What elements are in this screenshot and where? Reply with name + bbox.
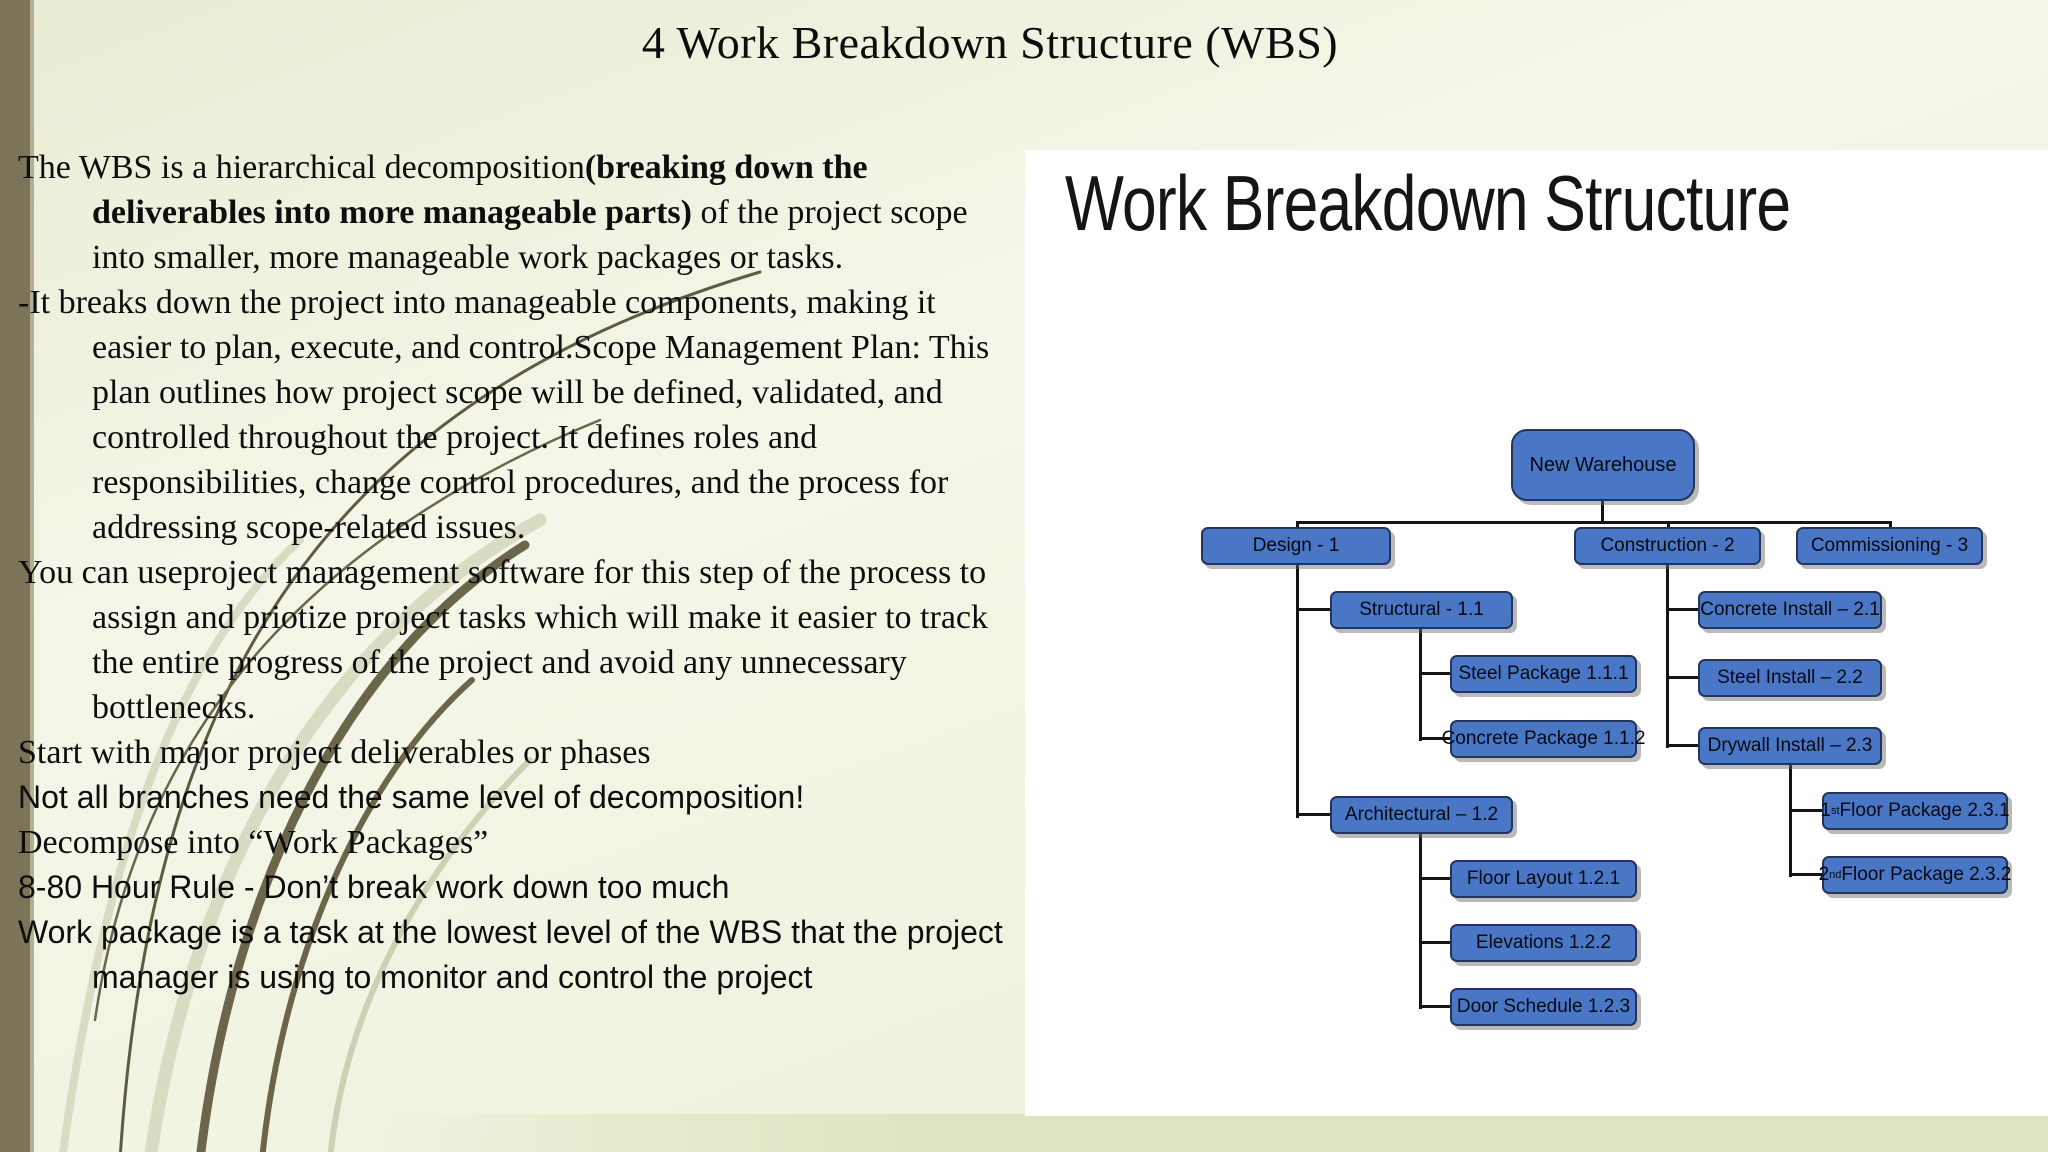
wbs-node-floor-layout: Floor Layout 1.2.1 xyxy=(1450,860,1637,898)
connector-line xyxy=(1601,501,1604,521)
connector-line xyxy=(1889,521,1892,530)
paragraph-breakdown: -It breaks down the project into managea… xyxy=(18,284,990,546)
connector-line xyxy=(1296,521,1892,524)
connector-line xyxy=(1296,521,1299,530)
connector-line xyxy=(1419,834,1422,1009)
connector-line xyxy=(1789,873,1822,876)
connector-line xyxy=(1296,565,1299,818)
connector-line xyxy=(1667,521,1670,530)
node-label: Floor Package 2.3.2 xyxy=(1841,864,2012,885)
connector-line xyxy=(1666,565,1669,748)
wbs-node-new-warehouse: New Warehouse xyxy=(1511,429,1695,501)
paragraph-wbs-definition: The WBS is a hierarchical decomposition(… xyxy=(18,145,1013,280)
node-label: 2 xyxy=(1818,864,1830,885)
slide-title: 4 Work Breakdown Structure (WBS) xyxy=(641,17,1339,68)
body-text-block: The WBS is a hierarchical decomposition(… xyxy=(18,145,1013,1000)
paragraph-bold-text: (breaking down the deliverables into mor… xyxy=(92,149,868,231)
wbs-node-construction: Construction - 2 xyxy=(1574,527,1761,565)
paragraph-work-package: Work package is a task at the lowest lev… xyxy=(18,914,1003,995)
connector-line xyxy=(1419,629,1422,741)
paragraph-text: of the project scope into smaller, more … xyxy=(92,194,968,276)
connector-line xyxy=(1419,672,1450,675)
wbs-node-steel-package: Steel Package 1.1.1 xyxy=(1450,655,1637,693)
wbs-node-door-schedule: Door Schedule 1.2.3 xyxy=(1450,988,1637,1026)
left-accent-band xyxy=(0,0,34,1152)
connector-line xyxy=(1666,676,1698,679)
bottom-accent-strip xyxy=(0,1114,2048,1152)
connector-line xyxy=(1789,765,1792,877)
paragraph-text: The WBS is a hierarchical decomposition xyxy=(18,149,585,186)
wbs-node-concrete-package: Concrete Package 1.1.2 xyxy=(1442,720,1645,758)
wbs-diagram-panel: Work Breakdown Structure New Warehouse D… xyxy=(1025,150,2048,1116)
connector-line xyxy=(1666,744,1698,747)
paragraph-start-deliverables: Start with major project deliverables or… xyxy=(18,734,651,771)
wbs-node-design: Design - 1 xyxy=(1201,527,1391,565)
paragraph-decompose: Decompose into “Work Packages” xyxy=(18,824,489,861)
connector-line xyxy=(1419,941,1450,944)
connector-line xyxy=(1789,809,1822,812)
paragraph-branches: Not all branches need the same level of … xyxy=(18,779,805,815)
connector-line xyxy=(1419,737,1450,740)
connector-line xyxy=(1666,608,1698,611)
paragraph-880-rule: 8-80 Hour Rule - Don’t break work down t… xyxy=(18,869,730,905)
node-label: Floor Package 2.3.1 xyxy=(1839,800,2010,821)
node-label: 1 xyxy=(1820,800,1831,821)
wbs-node-concrete-install: Concrete Install – 2.1 xyxy=(1698,591,1882,629)
connector-line xyxy=(1296,813,1330,816)
wbs-node-elevations: Elevations 1.2.2 xyxy=(1450,924,1637,962)
connector-line xyxy=(1419,1005,1450,1008)
wbs-node-drywall-install: Drywall Install – 2.3 xyxy=(1698,727,1882,765)
connector-line xyxy=(1419,877,1450,880)
paragraph-software: You can useproject management software f… xyxy=(18,554,989,726)
wbs-node-steel-install: Steel Install – 2.2 xyxy=(1698,659,1882,697)
diagram-title: Work Breakdown Structure xyxy=(1065,159,1791,247)
wbs-node-architectural: Architectural – 1.2 xyxy=(1330,796,1513,834)
wbs-node-commissioning: Commissioning - 3 xyxy=(1796,527,1983,565)
connector-line xyxy=(1296,608,1330,611)
wbs-node-structural: Structural - 1.1 xyxy=(1330,591,1513,629)
